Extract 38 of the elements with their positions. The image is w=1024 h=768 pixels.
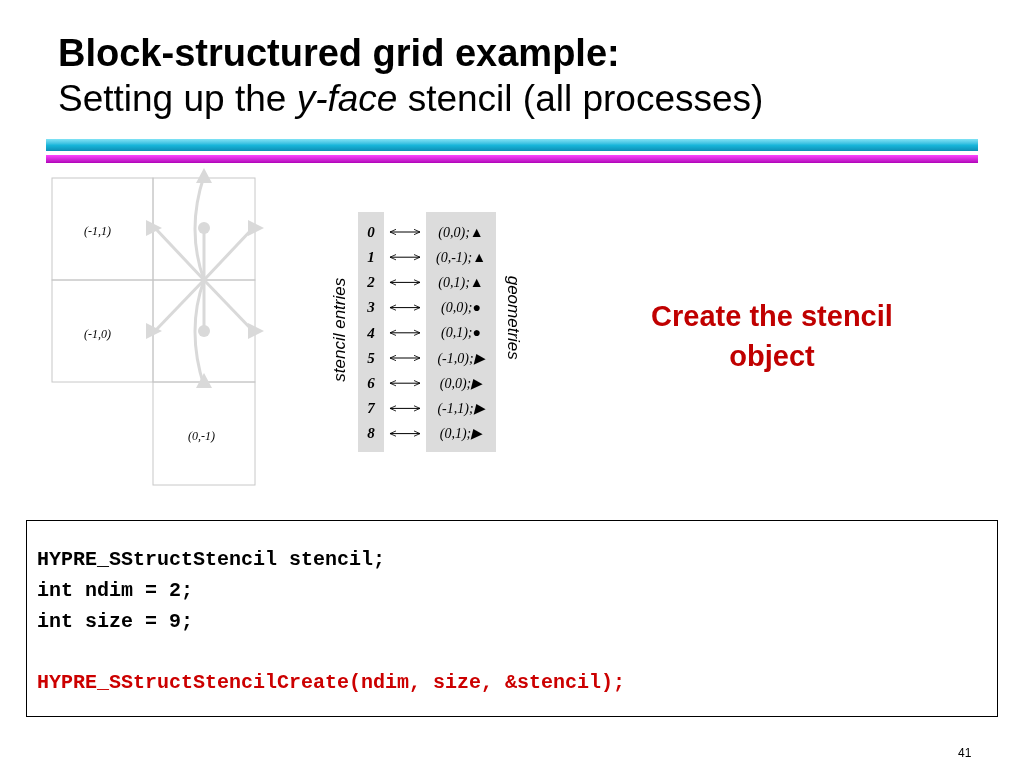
double-arrow	[389, 279, 421, 286]
geometry-offset: (0,0);▲	[426, 221, 496, 243]
geometry-offset: (-1,1);▶	[426, 397, 496, 420]
geometry-offset: (0,0);▶	[426, 372, 496, 395]
double-arrow	[389, 329, 421, 336]
cell-label: (-1,0)	[84, 326, 111, 343]
double-arrow	[389, 430, 421, 437]
entry-index: 7	[358, 397, 384, 420]
entry-index: 0	[358, 221, 384, 243]
double-arrow	[389, 380, 421, 387]
axis-label: geometries	[502, 275, 524, 361]
geometry-offset: (0,1);●	[426, 321, 496, 344]
geometry-offset: (0,1);▶	[426, 422, 496, 445]
cell-label: (-1,1)	[84, 223, 111, 240]
double-arrow	[389, 254, 421, 261]
entry-index: 2	[358, 271, 384, 294]
entry-index: 1	[358, 246, 384, 269]
geometry-offset: (0,-1);▲	[426, 246, 496, 269]
double-arrow	[389, 304, 421, 311]
entry-index: 5	[358, 347, 384, 369]
entry-index: 6	[358, 372, 384, 395]
geometry-offset: (0,1);▲	[426, 271, 496, 294]
code-line: HYPRE_SStructStencilCreate(ndim, size, &stencil);	[37, 670, 626, 696]
code-line: int size = 9;	[37, 609, 194, 635]
cell-label: (0,-1)	[188, 428, 215, 445]
code-line: HYPRE_SStructStencil stencil;	[37, 547, 386, 573]
axis-label: stencil entries	[329, 278, 351, 382]
callout-text: Create the stencil object	[650, 299, 894, 374]
entry-index: 4	[358, 321, 384, 344]
entry-index: 8	[358, 422, 384, 445]
code-line: int ndim = 2;	[37, 578, 194, 604]
double-arrow	[389, 405, 421, 412]
entry-index: 3	[358, 296, 384, 319]
page-number: 41	[958, 745, 972, 762]
geometry-offset: (-1,0);▶	[426, 347, 496, 369]
slide-subtitle: Setting up the y-face stencil (all processes)	[58, 77, 764, 121]
slide-title: Block-structured grid example:	[58, 31, 620, 76]
geometry-offset: (0,0);●	[426, 296, 496, 319]
